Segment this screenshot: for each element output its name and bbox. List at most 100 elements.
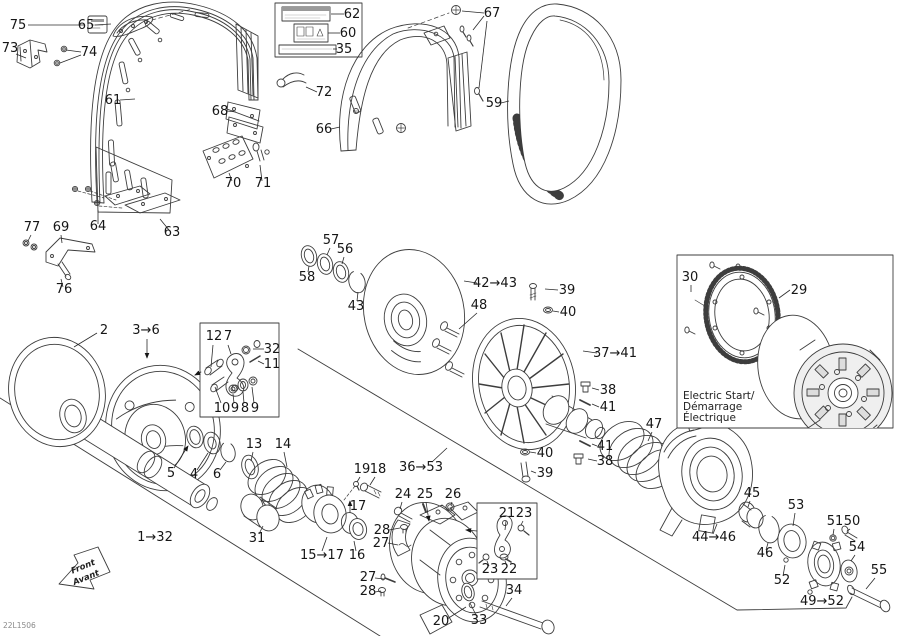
callout-5: 5: [167, 466, 175, 481]
bushing-45-drawing: [738, 501, 764, 529]
callout-30: 30: [682, 270, 699, 285]
leader-line-28: [388, 527, 401, 531]
deflector-65-drawing: [112, 15, 154, 37]
leader-line-67: [461, 10, 485, 14]
callout-16: 16: [349, 548, 366, 563]
callout-53: 53: [788, 498, 805, 513]
callout-46: 46: [757, 546, 774, 561]
leader-line-41: [591, 443, 598, 447]
callout-25: 25: [417, 487, 434, 502]
callout-37→41: 37→41: [593, 346, 637, 361]
leader-line-41: [591, 403, 600, 408]
leader-line-40: [552, 310, 560, 313]
callout-56: 56: [337, 242, 354, 257]
leader-line-46: [765, 542, 769, 551]
callout-14: 14: [275, 437, 292, 452]
callout-66: 66: [316, 122, 333, 137]
callout-9: 9: [251, 401, 259, 416]
callout-39: 39: [559, 283, 576, 298]
callout-75: 75: [10, 18, 27, 33]
leader-line-54: [850, 554, 856, 562]
screws-67-drawing: [407, 5, 484, 102]
callout-48: 48: [471, 298, 488, 313]
leader-line-48: [458, 312, 478, 330]
callout-65: 65: [78, 18, 95, 33]
callout-40: 40: [560, 305, 577, 320]
leader-line-51: [832, 528, 835, 536]
callout-27: 27: [373, 536, 390, 551]
callout-23: 23: [516, 506, 533, 521]
callout-6: 6: [213, 467, 221, 482]
sheave-2-shaft-drawing: [8, 336, 218, 511]
leader-line-66: [330, 126, 341, 130]
leader-line-70: [228, 172, 233, 182]
hinge-68-drawing: [225, 101, 264, 144]
electric-start-box: Electric Start/ Démarrage Électrique: [676, 254, 894, 429]
callout-58: 58: [299, 270, 316, 285]
washers-4-5-6-drawing: [186, 425, 236, 463]
leader-line-72: [305, 86, 318, 93]
screws-24-25-26-drawing: [393, 502, 455, 523]
callout-71: 71: [255, 176, 272, 191]
bracket-73-drawing: [16, 39, 48, 69]
leader-line-69: [60, 234, 63, 244]
roller-31-drawing: [240, 493, 280, 532]
callout-51: 51: [827, 514, 844, 529]
callout-73: 73: [2, 41, 19, 56]
callout-27: 27: [360, 570, 377, 585]
callout-74: 74: [81, 45, 98, 60]
hub-15-17-drawing: [301, 483, 347, 534]
leader-line-37→41: [582, 350, 598, 354]
callout-32: 32: [264, 342, 281, 357]
leader-line-8: [242, 391, 245, 404]
callout-62: 62: [344, 7, 361, 22]
callout-7: 7: [224, 329, 232, 344]
leader-line-9: [232, 393, 235, 404]
callout-38: 38: [597, 454, 614, 469]
electric-start-label-line2: Démarrage: [683, 401, 742, 413]
callout-22: 22: [501, 562, 518, 577]
callout-41: 41: [600, 400, 617, 415]
leader-line-9: [251, 386, 255, 404]
bolt-71-drawing: [252, 142, 270, 162]
leader-line-12: [210, 344, 214, 368]
pulley-37-41-drawing: [472, 317, 606, 451]
washer-33-bolt-34-drawing: [461, 582, 555, 635]
leader-line-59: [500, 100, 510, 104]
leader-line-27: [374, 577, 385, 580]
disc-54-drawing: [840, 559, 858, 583]
leader-line-29: [778, 289, 791, 299]
callout-76: 76: [56, 282, 73, 297]
ring-46-drawing: [758, 514, 780, 544]
callout-33: 33: [471, 613, 488, 628]
callout-26: 26: [445, 487, 462, 502]
bracket-69-drawing: [22, 237, 96, 281]
bolts-48-drawing: [432, 321, 465, 378]
callout-47: 47: [646, 417, 663, 432]
electric-start-label-line3: Électrique: [683, 411, 736, 424]
bolts-30-drawing: [684, 261, 765, 335]
leader-line-33: [469, 602, 478, 618]
leader-line-4: [196, 452, 209, 471]
leader-line-13: [250, 451, 254, 462]
leader-line-38: [587, 458, 598, 462]
leader-line-42→43: [463, 280, 478, 284]
callout-50: 50: [844, 514, 861, 529]
leader-line-22: [504, 560, 508, 567]
leader-line-43: [356, 291, 359, 302]
belt-guard-66-drawing: [339, 23, 472, 152]
leader-line-56: [341, 256, 345, 265]
leader-line-61: [119, 98, 136, 101]
callout-69: 69: [53, 220, 70, 235]
leader-line-44→46: [712, 523, 718, 535]
leader-line-10: [214, 386, 222, 404]
callout-18: 18: [370, 462, 387, 477]
bolts-18-19-drawing: [343, 481, 382, 501]
pin-72-drawing: [276, 72, 307, 88]
leader-line-45: [747, 500, 751, 508]
leader-line-11: [257, 360, 265, 365]
callout-21: 21: [499, 506, 516, 521]
leader-line-77: [27, 234, 32, 242]
callout-64: 64: [90, 219, 107, 234]
